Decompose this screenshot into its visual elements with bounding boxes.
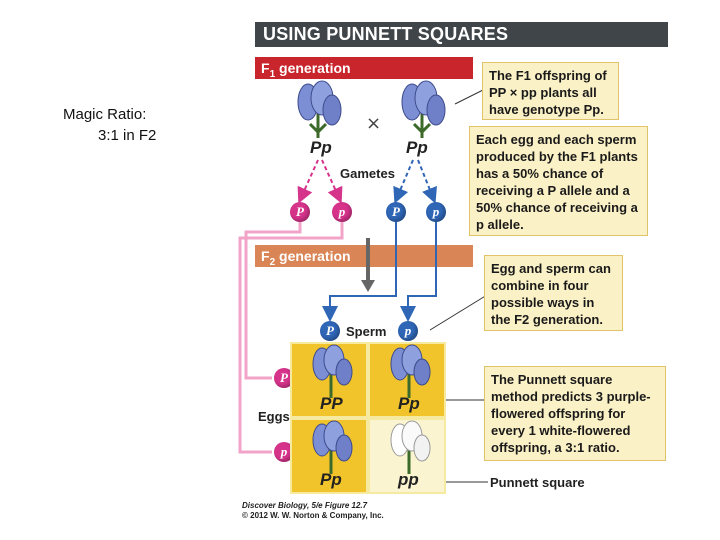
callout-f1-offspring: The F1 offspring of PP × pp plants all h… [482,62,619,120]
side-note-line1: Magic Ratio: [63,106,147,123]
sperm-label: Sperm [346,324,387,339]
cross-symbol: × [366,113,381,134]
figure-credit: Discover Biology, 5/e Figure 12.7 © 2012… [242,501,384,521]
purple-flower-icon [312,420,353,474]
gamete-allele: P [386,202,406,222]
f2-label: F2 generation [261,248,351,268]
punnett-square-label: Punnett square [490,475,585,490]
parent1-genotype: Pp [310,138,332,157]
egg-allele: P [274,368,294,388]
flower-icon [401,80,446,138]
flower-icon [297,80,342,138]
f1-generation-bar: F1 generation [255,57,473,80]
figure-title: USING PUNNETT SQUARES [255,22,668,47]
punnett-cell-Pp: Pp [368,342,446,418]
f2-generation-bar: F2 generation [255,245,473,268]
credit-line2: © 2012 W. W. Norton & Company, Inc. [242,511,384,520]
callout-gametes: Each egg and each sperm produced by the … [469,126,648,236]
cell-genotype: Pp [320,470,342,489]
punnett-cell-pp: pp [368,418,446,494]
side-note-line2: 3:1 in F2 [98,127,157,144]
sperm-allele: P [320,321,340,341]
parent2-genotype: Pp [406,138,428,157]
credit-line1: Discover Biology, 5/e Figure 12.7 [242,501,368,510]
punnett-cell-PP: PP [290,342,368,418]
gamete-allele: p [332,202,352,222]
gamete-allele: p [426,202,446,222]
cell-genotype: PP [320,394,343,413]
cell-genotype: Pp [398,394,420,413]
punnett-square: PP Pp Pp pp [290,342,446,494]
purple-flower-icon [312,344,353,398]
punnett-cell-Pp: Pp [290,418,368,494]
cell-genotype: pp [398,470,419,489]
eggs-label: Eggs [258,409,290,424]
white-flower-icon [390,420,431,474]
purple-flower-icon [390,344,431,398]
f1-label: F1 generation [261,60,351,80]
side-note: Magic Ratio: 3:1 in F2 [63,104,156,146]
callout-combinations: Egg and sperm can combine in four possib… [484,255,623,331]
callout-ratio: The Punnett square method predicts 3 pur… [484,366,666,461]
gametes-label: Gametes [340,166,395,181]
sperm-allele: p [398,321,418,341]
egg-allele: p [274,442,294,462]
gamete-allele: P [290,202,310,222]
